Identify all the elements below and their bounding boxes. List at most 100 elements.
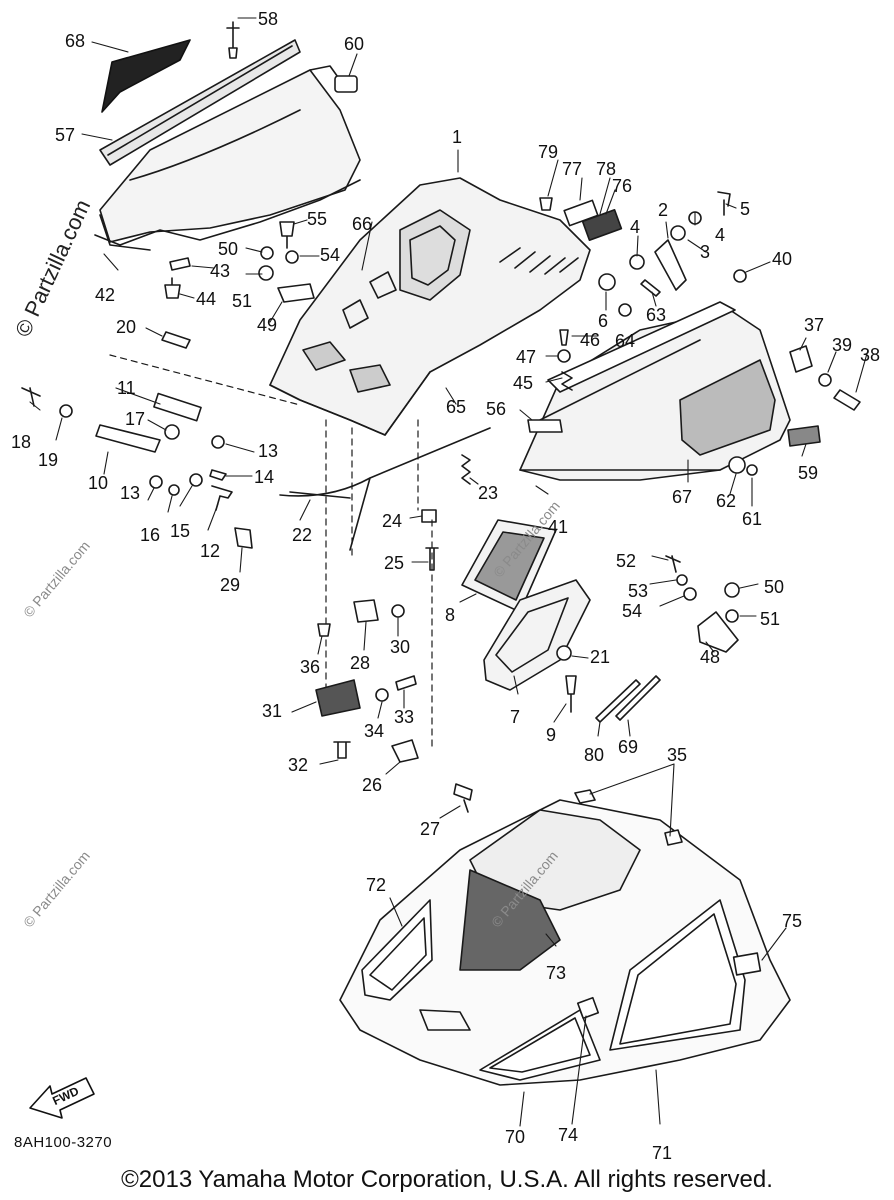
strip-69 bbox=[615, 675, 661, 721]
callout-50-lower: 50 bbox=[764, 577, 785, 597]
nut-30 bbox=[391, 604, 405, 618]
nut-50 bbox=[260, 246, 274, 260]
forward-arrow-icon bbox=[29, 1077, 95, 1119]
clip-24 bbox=[421, 509, 437, 523]
callout-52: 52 bbox=[616, 551, 637, 571]
strip-80 bbox=[595, 679, 641, 723]
callout-31: 31 bbox=[262, 701, 283, 721]
glovebox-frame-part bbox=[483, 579, 591, 691]
callout-4-upper: 4 bbox=[630, 217, 641, 237]
lower-shroud-part bbox=[339, 789, 791, 1086]
callout-70: 70 bbox=[505, 1127, 526, 1147]
screw-79 bbox=[539, 197, 553, 211]
callout-12: 12 bbox=[200, 541, 221, 561]
nut-62 bbox=[728, 456, 746, 474]
bolt-33 bbox=[395, 675, 417, 691]
callout-72: 72 bbox=[366, 875, 387, 895]
callout-53: 53 bbox=[628, 581, 649, 601]
callout-51-lower: 51 bbox=[760, 609, 781, 629]
callout-29: 29 bbox=[220, 575, 241, 595]
screw-18 bbox=[21, 387, 41, 407]
side-panel-part bbox=[519, 301, 791, 481]
windshield-trim-part bbox=[101, 39, 191, 113]
nut-16 bbox=[168, 484, 180, 496]
washer-51 bbox=[258, 265, 274, 281]
plate-11 bbox=[153, 392, 202, 422]
callout-62: 62 bbox=[716, 491, 737, 511]
callout-40: 40 bbox=[772, 249, 793, 269]
callout-2: 2 bbox=[658, 200, 669, 220]
bracket-28 bbox=[353, 599, 379, 623]
hood-part bbox=[269, 177, 591, 436]
callout-6: 6 bbox=[598, 311, 609, 331]
nut-3 bbox=[670, 225, 686, 241]
nut-50b bbox=[724, 582, 740, 598]
nut-53 bbox=[676, 574, 688, 586]
washer-34 bbox=[375, 688, 389, 702]
dash-panel-part bbox=[94, 65, 361, 251]
screw-44 bbox=[164, 277, 181, 299]
mount-bracket-10 bbox=[95, 424, 161, 453]
callout-21: 21 bbox=[590, 647, 611, 667]
callout-74: 74 bbox=[558, 1125, 579, 1145]
spring-23 bbox=[461, 454, 471, 485]
callout-49: 49 bbox=[257, 315, 278, 335]
washer-54b bbox=[683, 587, 697, 601]
callout-42: 42 bbox=[95, 285, 116, 305]
washer-19 bbox=[59, 404, 73, 418]
callout-26: 26 bbox=[362, 775, 383, 795]
callout-17: 17 bbox=[125, 409, 146, 429]
bushing-17 bbox=[164, 424, 180, 440]
bracket-37 bbox=[789, 345, 813, 373]
callout-48: 48 bbox=[700, 647, 721, 667]
washer-54 bbox=[285, 250, 299, 264]
hinge-arm-2 bbox=[654, 239, 687, 291]
callout-64: 64 bbox=[615, 331, 636, 351]
callout-23: 23 bbox=[478, 483, 499, 503]
callout-4-right: 4 bbox=[715, 225, 726, 245]
callout-27: 27 bbox=[420, 819, 441, 839]
bolt-12 bbox=[211, 485, 233, 511]
callout-50-upper: 50 bbox=[218, 239, 239, 259]
callout-36: 36 bbox=[300, 657, 321, 677]
callout-57: 57 bbox=[55, 125, 76, 145]
cable-22 bbox=[279, 427, 491, 551]
bolt-63 bbox=[640, 279, 661, 297]
callout-3: 3 bbox=[700, 242, 711, 262]
callout-22: 22 bbox=[292, 525, 313, 545]
callout-20: 20 bbox=[116, 317, 137, 337]
strip-56 bbox=[527, 419, 563, 433]
washer-39 bbox=[818, 373, 832, 387]
callout-35: 35 bbox=[667, 745, 688, 765]
callout-41: 41 bbox=[548, 517, 569, 537]
callout-78: 78 bbox=[596, 159, 617, 179]
callout-38: 38 bbox=[860, 345, 881, 365]
callout-24: 24 bbox=[382, 511, 403, 531]
callout-30: 30 bbox=[390, 637, 411, 657]
callout-8: 8 bbox=[445, 605, 456, 625]
callout-10: 10 bbox=[88, 473, 109, 493]
screw-46 bbox=[559, 329, 569, 346]
callout-79: 79 bbox=[538, 142, 559, 162]
callout-11: 11 bbox=[117, 378, 136, 398]
diagram-part-code: 8AH100-3270 bbox=[14, 1134, 113, 1151]
callout-77: 77 bbox=[562, 159, 583, 179]
spring-45 bbox=[561, 371, 573, 391]
callout-56: 56 bbox=[486, 399, 507, 419]
callout-13-upper: 13 bbox=[258, 441, 279, 461]
latch-31 bbox=[315, 679, 361, 717]
washer-61 bbox=[746, 464, 758, 476]
bracket-29 bbox=[234, 527, 253, 549]
callout-13-lower: 13 bbox=[120, 483, 141, 503]
callout-18: 18 bbox=[11, 432, 32, 452]
callout-5: 5 bbox=[740, 199, 751, 219]
bracket-48 bbox=[697, 611, 739, 653]
nut-13 bbox=[211, 435, 225, 449]
washer-4b bbox=[629, 254, 645, 270]
callout-34: 34 bbox=[364, 721, 385, 741]
callout-71: 71 bbox=[652, 1143, 673, 1163]
callout-9: 9 bbox=[546, 725, 557, 745]
callout-25: 25 bbox=[384, 553, 405, 573]
callout-39: 39 bbox=[832, 335, 853, 355]
